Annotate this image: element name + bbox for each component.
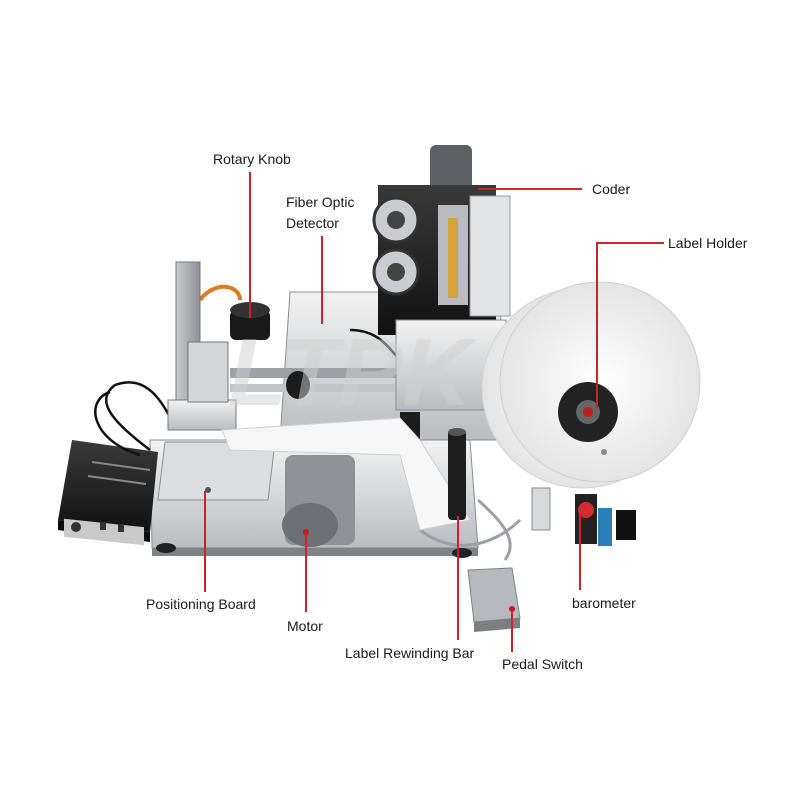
watermark-text: LTPK (228, 319, 478, 426)
label-motor: Motor (287, 618, 323, 634)
label-holder-part (481, 281, 701, 489)
label-label-rewinding-bar: Label Rewinding Bar (345, 645, 475, 661)
label-rewinding-bar-part (448, 428, 466, 520)
control-box (58, 440, 158, 546)
cables (94, 284, 522, 561)
label-label-holder: Label Holder (668, 235, 748, 251)
left-column (167, 261, 237, 431)
callout-lines (204, 172, 664, 652)
label-fiber-optic-line2: Detector (286, 215, 339, 231)
label-barometer: barometer (572, 595, 636, 611)
label-rotary-knob: Rotary Knob (213, 151, 291, 167)
callout-label-holder (596, 242, 664, 408)
pedal-switch-part (467, 567, 521, 632)
label-fiber-optic-line1: Fiber Optic (286, 194, 355, 210)
coder-part (372, 145, 511, 335)
label-coder: Coder (592, 181, 631, 197)
motor-part (282, 455, 355, 547)
barometer-part (531, 487, 636, 546)
label-web (221, 417, 471, 531)
label-positioning-board: Positioning Board (146, 596, 256, 612)
label-pedal-switch: Pedal Switch (502, 656, 583, 672)
